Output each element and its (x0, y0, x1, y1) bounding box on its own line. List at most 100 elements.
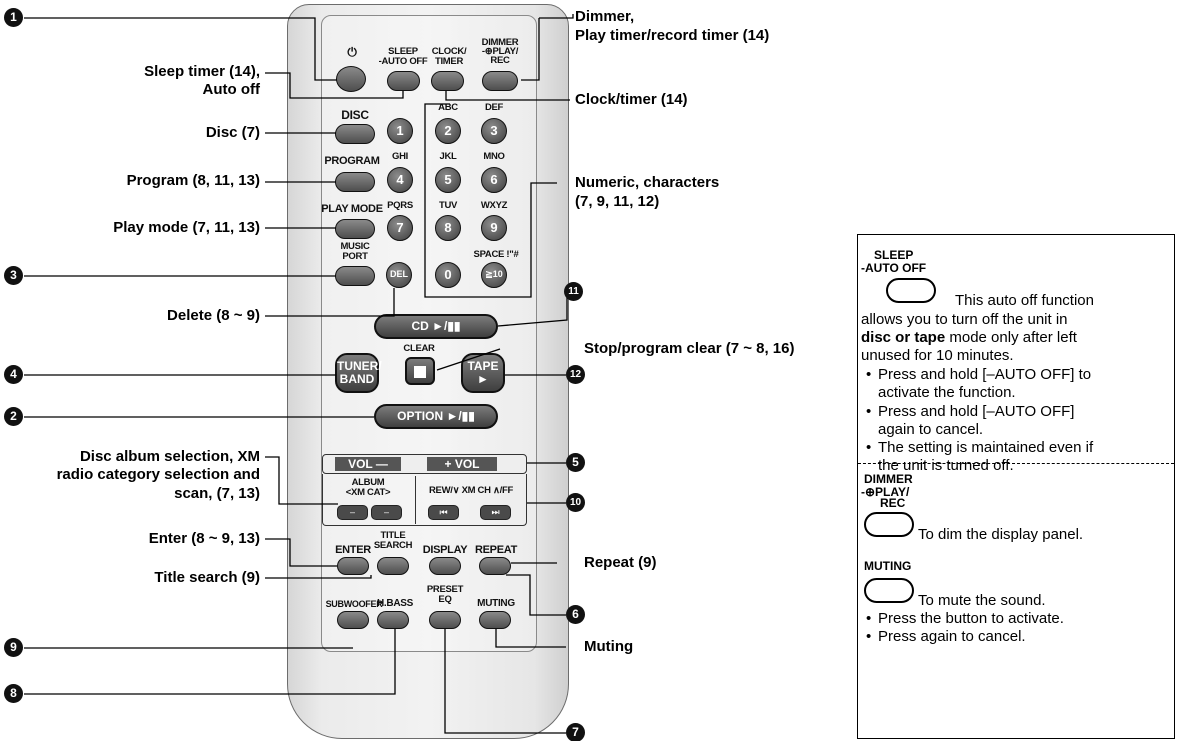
disc-button-label: DISC (341, 108, 369, 122)
callout-program: Program (8, 11, 13) (126, 172, 260, 189)
album-up-button[interactable]: – (371, 505, 402, 520)
skip-forward-button[interactable]: ⏭ (480, 505, 511, 520)
enter-label: ENTER (335, 544, 371, 556)
play-mode-button[interactable] (335, 219, 375, 239)
bullet-1b: activate the function. (878, 384, 1016, 401)
marker-10: 10 (566, 493, 585, 512)
key-10-plus-button[interactable]: ≧10 (481, 262, 507, 288)
key-2-letters: ABC (438, 102, 458, 113)
key-3-letters: DEF (484, 102, 504, 113)
bullet-3b: the unit is turned off. (878, 457, 1014, 474)
dimmer-button[interactable] (482, 71, 518, 91)
key-2-button[interactable]: 2 (435, 118, 461, 144)
key-7-button[interactable]: 7 (387, 215, 413, 241)
hbass-label: H.BASS (377, 598, 413, 609)
marker-8: 8 (4, 684, 23, 703)
clock-button-label: CLOCK/ TIMER (431, 46, 467, 67)
key-4-button[interactable]: 4 (387, 167, 413, 193)
stop-icon (414, 366, 426, 378)
callout-clock-timer: Clock/timer (14) (575, 91, 688, 108)
title-search-button[interactable] (377, 557, 409, 575)
callout-play-timer: Play timer/record timer (14) (575, 27, 770, 44)
key-6-letters: MNO (483, 151, 505, 162)
option-play-pause-button[interactable]: OPTION ►/▮▮ (374, 404, 498, 429)
marker-2: 2 (4, 407, 23, 426)
power-button[interactable] (336, 66, 366, 92)
title-search-label: TITLE SEARCH (373, 530, 413, 551)
music-port-button-label: MUSIC PORT (340, 241, 370, 262)
callout-enter: Enter (8 ~ 9, 13) (148, 530, 260, 547)
marker-5: 5 (566, 453, 585, 472)
callout-sleep-timer: Sleep timer (14), (144, 63, 260, 80)
marker-1: 1 (4, 8, 23, 27)
dimmer-button-illustration (864, 512, 914, 537)
skip-label: REW/∨ XM CH ∧/FF (428, 485, 514, 496)
hbass-button[interactable] (377, 611, 409, 629)
panel-divider (415, 476, 416, 524)
repeat-label: REPEAT (474, 544, 518, 556)
dimmer-button-label: DIMMER -⊕PLAY/ REC (481, 37, 519, 66)
skip-back-button[interactable]: ⏮ (428, 505, 459, 520)
key-5-button[interactable]: 5 (435, 167, 461, 193)
marker-9: 9 (4, 638, 23, 657)
bullet-3a: The setting is maintained even if (866, 439, 1093, 457)
marker-12: 12 (566, 365, 585, 384)
marker-11: 11 (564, 282, 583, 301)
key-1-button[interactable]: 1 (387, 118, 413, 144)
stop-button[interactable] (405, 357, 435, 385)
subwoofer-button[interactable] (337, 611, 369, 629)
clock-timer-button[interactable] (431, 71, 464, 91)
preset-eq-button[interactable] (429, 611, 461, 629)
subwoofer-label: SUBWOOFER (325, 599, 383, 609)
enter-button[interactable] (337, 557, 369, 575)
album-label: ALBUM <XM CAT> (345, 477, 391, 498)
program-button-label: PROGRAM (324, 155, 380, 167)
volume-bar: VOL — + VOL (322, 454, 527, 474)
key-3-button[interactable]: 3 (481, 118, 507, 144)
cd-play-pause-button[interactable]: CD ►/▮▮ (374, 314, 498, 339)
callout-repeat: Repeat (9) (584, 554, 657, 571)
callout-disc-album-1: Disc album selection, XM (79, 448, 260, 465)
key-7-letters: PQRS (387, 200, 413, 211)
muting-btn-label: MUTING (864, 559, 912, 573)
delete-button[interactable]: DEL (386, 262, 412, 288)
callout-stop-clear: Stop/program clear (7 ~ 8, 16) (584, 340, 795, 357)
callout-dimmer: Dimmer, (575, 8, 635, 25)
muting-text: To mute the sound. (918, 592, 1046, 609)
callout-muting: Muting (584, 638, 634, 655)
key-8-button[interactable]: 8 (435, 215, 461, 241)
sleep-button[interactable] (387, 71, 420, 91)
muting-button[interactable] (479, 611, 511, 629)
auto-off-section: SLEEP -AUTO OFF This auto off function a… (858, 235, 1174, 474)
key-4-letters: GHI (392, 151, 408, 162)
auto-off-text-2: allows you to turn off the unit in (861, 311, 1068, 328)
display-button[interactable] (429, 557, 461, 575)
album-down-button[interactable]: – (337, 505, 368, 520)
callout-disc-album-2: radio category selection and (56, 466, 260, 483)
key-6-button[interactable]: 6 (481, 167, 507, 193)
disc-button[interactable] (335, 124, 375, 144)
bullet-2b: again to cancel. (878, 421, 984, 438)
tuner-band-button[interactable]: TUNER/ BAND (335, 353, 382, 393)
key-9-letters: WXYZ (480, 200, 508, 211)
volume-up-button[interactable]: + VOL (427, 457, 497, 471)
key-9-button[interactable]: 9 (481, 215, 507, 241)
dimmer-btn-label: DIMMER (864, 472, 913, 486)
callout-numeric: Numeric, characters (575, 174, 720, 191)
muting-label: MUTING (477, 598, 515, 609)
callout-delete: Delete (8 ~ 9) (167, 307, 260, 324)
bullet-2a: Press and hold [–AUTO OFF] (866, 403, 1074, 421)
sleep-button-illustration (886, 278, 936, 303)
muting-button-illustration (864, 578, 914, 603)
volume-down-button[interactable]: VOL — (335, 457, 401, 471)
callout-numeric-pages: (7, 9, 11, 12) (575, 193, 660, 210)
sleep-btn-label: SLEEP (874, 248, 914, 262)
repeat-button[interactable] (479, 557, 511, 575)
key-5-letters: JKL (439, 151, 457, 162)
dimmer-rec-label: REC (880, 496, 906, 510)
key-0-button[interactable]: 0 (435, 262, 461, 288)
callout-play-mode: Play mode (7, 11, 13) (113, 219, 260, 236)
callout-disc: Disc (7) (205, 124, 260, 141)
